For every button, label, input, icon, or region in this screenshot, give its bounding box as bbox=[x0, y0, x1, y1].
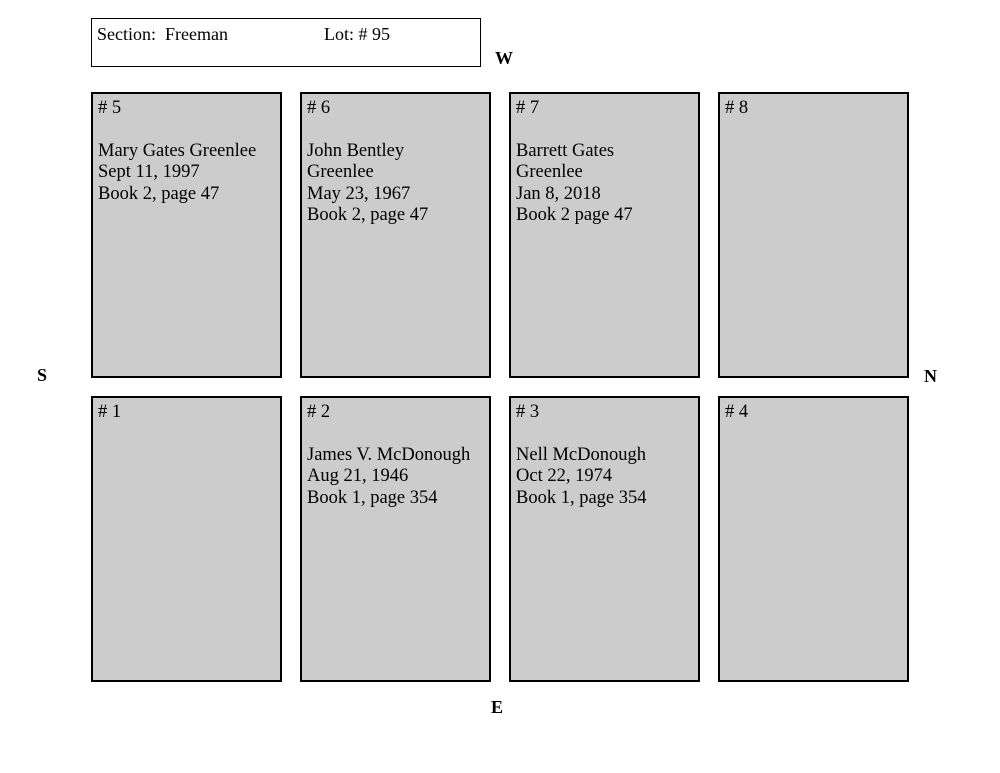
plot-detail-line: Oct 22, 1974 bbox=[516, 466, 613, 487]
plot-detail-line: Book 2 page 47 bbox=[516, 204, 633, 225]
plot-number: # 8 bbox=[725, 98, 749, 118]
plot-number: # 4 bbox=[725, 402, 749, 422]
plot-detail-line: Book 1, page 354 bbox=[516, 487, 647, 508]
plot-detail-line: John Bentley bbox=[307, 141, 405, 161]
plot-number: # 5 bbox=[98, 98, 122, 118]
plot-detail-line: Book 2, page 47 bbox=[307, 204, 429, 225]
compass-east-label: E bbox=[491, 697, 504, 717]
plot-detail-line: Jan 8, 2018 bbox=[516, 183, 601, 204]
plot-number: # 3 bbox=[516, 402, 540, 422]
compass-south-label: S bbox=[37, 365, 48, 385]
plot-number: # 2 bbox=[307, 402, 331, 422]
plot-number: # 7 bbox=[516, 98, 540, 118]
plot-detail-line: Sept 11, 1997 bbox=[98, 162, 200, 183]
plot-detail-line: Aug 21, 1946 bbox=[307, 466, 409, 487]
section-lot-header: Section: Freeman Lot: # 95 bbox=[91, 18, 481, 67]
plot-detail-line: Greenlee bbox=[516, 162, 583, 183]
burial-plot: # 4 bbox=[718, 396, 909, 682]
plot-detail-line: Book 1, page 354 bbox=[307, 487, 438, 508]
plot-number: # 1 bbox=[98, 402, 122, 422]
section-label: Section: Freeman bbox=[97, 24, 228, 44]
plot-detail-line: Mary Gates Greenlee bbox=[98, 141, 257, 161]
plot-detail-line: Greenlee bbox=[307, 162, 374, 183]
plot-number: # 6 bbox=[307, 98, 331, 118]
compass-west-label: W bbox=[495, 48, 513, 68]
plot-detail-line: Barrett Gates bbox=[516, 141, 615, 161]
compass-north-label: N bbox=[924, 366, 937, 386]
plot-detail-line: Nell McDonough bbox=[516, 445, 646, 465]
plot-detail-line: James V. McDonough bbox=[307, 445, 471, 465]
burial-plot: # 1 bbox=[91, 396, 282, 682]
plot-detail-line: May 23, 1967 bbox=[307, 183, 411, 204]
plot-detail-line: Book 2, page 47 bbox=[98, 183, 220, 204]
lot-label: Lot: # 95 bbox=[324, 24, 390, 44]
burial-plot: # 8 bbox=[718, 92, 909, 378]
